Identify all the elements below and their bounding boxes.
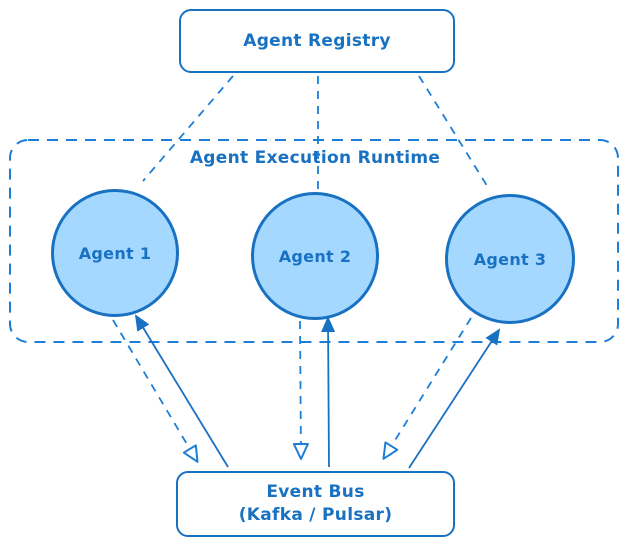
node-agent-3: Agent 3 <box>445 194 575 324</box>
edge-agent-3-eventbus <box>382 317 472 460</box>
edge-agent-1-eventbus <box>112 319 199 463</box>
node-event-bus: Event Bus (Kafka / Pulsar) <box>176 471 455 537</box>
node-agent-registry: Agent Registry <box>179 9 455 73</box>
runtime-container-label: Agent Execution Runtime <box>189 148 441 168</box>
edge-agent-2-eventbus <box>292 320 309 460</box>
edge-eventbus-agent-2 <box>321 316 336 468</box>
node-agent-1: Agent 1 <box>51 189 179 317</box>
edge-eventbus-agent-1 <box>134 314 229 468</box>
agent-registry-label: Agent Registry <box>243 31 391 51</box>
agent-3-label: Agent 3 <box>473 249 547 269</box>
event-bus-label-line1: Event Bus <box>266 482 365 502</box>
event-bus-label-line2: (Kafka / Pulsar) <box>238 505 393 525</box>
node-agent-2: Agent 2 <box>251 192 379 320</box>
agent-2-label: Agent 2 <box>278 246 352 266</box>
edge-registry-agent-3 <box>418 75 490 190</box>
edge-eventbus-agent-3 <box>408 328 501 469</box>
agent-1-label: Agent 1 <box>78 243 152 263</box>
